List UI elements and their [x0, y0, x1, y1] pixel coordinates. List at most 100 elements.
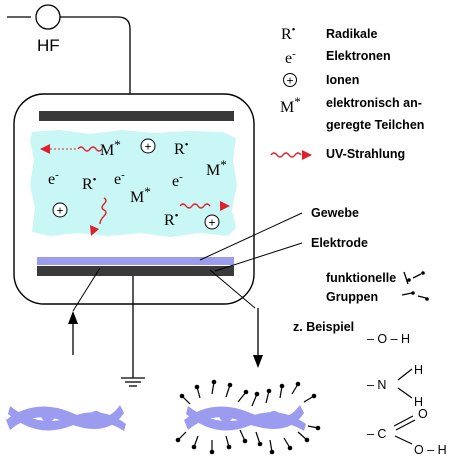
example-label: z. Beispiel	[293, 320, 354, 334]
fabric-out-guide	[209, 269, 256, 309]
legend-electron-label: Elektronen	[326, 49, 391, 63]
plasma-species-electron: e-	[172, 171, 183, 190]
legend-uv-label: UV-Strahlung	[326, 147, 405, 161]
fabric-in-arrow-icon	[68, 311, 78, 324]
plasma-ion-symbol: +	[144, 140, 151, 154]
legend-excited: M* elektronisch an- geregte Teilchen	[280, 94, 424, 132]
fabric-flow	[68, 267, 263, 368]
functional-group-dot	[279, 383, 285, 389]
top-electrode	[39, 111, 234, 121]
functional-group-dot	[226, 444, 232, 450]
uv-arrowhead-3	[220, 201, 230, 211]
hydroxyl-group: – O – H	[367, 332, 410, 346]
functional-groups-label-1: funktionelle	[326, 271, 396, 285]
carboxyl-o1: O	[418, 407, 428, 421]
uv-wave-icon	[270, 152, 302, 158]
electrode-label: Elektrode	[311, 236, 368, 250]
functional-group-dot	[227, 382, 233, 388]
functional-groups-icon	[401, 271, 429, 301]
uv-arrowhead-1	[40, 144, 50, 154]
treated-fiber	[175, 379, 321, 455]
functional-group-dot	[175, 437, 181, 443]
uv-wave-1	[77, 146, 103, 152]
plasma-ion-symbol: +	[208, 216, 215, 230]
uv-arrow-icon	[302, 150, 312, 160]
ion-icon	[52, 202, 68, 218]
legend-electron-symbol: e-	[285, 48, 296, 67]
plasma-species-radical: R•	[164, 210, 179, 229]
uv-wave-3	[179, 203, 211, 209]
plasma-cloud	[30, 130, 237, 237]
functional-group-dot	[304, 437, 310, 443]
ion-icon	[283, 73, 297, 87]
uv-wave-2	[99, 197, 107, 225]
functional-group-dot	[242, 438, 248, 444]
ion-icon	[204, 214, 220, 230]
functional-group-dot	[266, 388, 272, 394]
hf-label: HF	[37, 36, 60, 55]
functional-group-dot	[211, 379, 217, 385]
uv-arrowhead-2	[90, 225, 99, 236]
functional-group-dot	[287, 445, 293, 451]
functional-group-dot	[209, 449, 215, 455]
functional-group-dot	[191, 444, 197, 450]
plasma-species-excited: M*	[100, 137, 121, 159]
treated-fiber-node-2	[267, 411, 281, 425]
plasma-species-excited: M*	[206, 157, 227, 179]
fabric-leader-line	[199, 212, 303, 261]
ground-connection	[121, 276, 145, 387]
legend-radical: R• Radikale	[281, 24, 377, 43]
carboxyl-c: – C	[367, 427, 386, 441]
legend-ion-label: Ionen	[326, 73, 359, 87]
plasma-species-electron: e-	[48, 169, 59, 188]
functional-group-dot	[243, 389, 249, 395]
fabric-in-guide	[72, 267, 101, 312]
legend-excited-symbol: M*	[280, 94, 301, 116]
hf-generator: HF	[7, 4, 131, 118]
legend-ion-symbol: +	[286, 74, 293, 88]
carboxyl-o2: O – H	[414, 443, 447, 457]
functional-group-dot	[254, 391, 260, 397]
functional-group-dot	[315, 425, 321, 431]
plasma-species-radical: R•	[174, 139, 189, 158]
functional-group-dot	[194, 384, 200, 390]
treated-fiber-strand-2	[186, 406, 306, 431]
treated-fiber-node-1	[219, 408, 233, 422]
hf-source-icon	[35, 4, 61, 30]
plasma-species-electron: e-	[114, 169, 125, 188]
amine-h1: H	[414, 363, 423, 377]
uv-radiation-inside	[40, 144, 230, 236]
legend-radical-label: Radikale	[326, 27, 377, 41]
legend-ion: + Ionen	[283, 73, 359, 88]
functional-group-dot	[179, 393, 185, 399]
bottom-electrode	[37, 266, 234, 276]
legend: R• Radikale e- Elektronen + Ionen M* ele…	[270, 24, 424, 161]
legend-uv: UV-Strahlung	[270, 147, 405, 161]
amine-n: – N	[367, 378, 386, 392]
legend-excited-label-1: elektronisch an-	[326, 96, 422, 110]
legend-electron: e- Elektronen	[285, 48, 391, 67]
legend-excited-label-2: geregte Teilchen	[326, 118, 424, 132]
amine-h2: H	[414, 395, 423, 409]
fabric-sample	[37, 257, 234, 265]
ion-icon	[140, 138, 156, 154]
untreated-fiber-node-2	[89, 411, 103, 425]
untreated-fiber	[6, 405, 126, 431]
plasma-species-radical: R•	[82, 174, 97, 193]
functional-groups: funktionelle Gruppen z. Beispiel – O – H…	[293, 271, 447, 457]
fabric-out-arrow-icon	[253, 355, 263, 368]
functional-group-dot	[311, 393, 317, 399]
functional-groups-label-2: Gruppen	[326, 290, 378, 304]
plasma-species-excited: M*	[130, 184, 151, 206]
hf-cable	[60, 16, 131, 118]
untreated-fiber-node-1	[41, 408, 55, 422]
carboxyl-group: – C O O – H	[367, 407, 447, 457]
amine-group: – N H H	[367, 363, 423, 409]
fabric-label: Gewebe	[311, 206, 359, 220]
plasma-species: M* + R• e- R• e-e- M* M* + R• +	[48, 137, 227, 230]
untreated-fiber-strand-2	[8, 406, 126, 431]
functional-group-dot	[257, 441, 263, 447]
functional-group-dot	[269, 449, 275, 455]
plasma-ion-symbol: +	[56, 204, 63, 218]
